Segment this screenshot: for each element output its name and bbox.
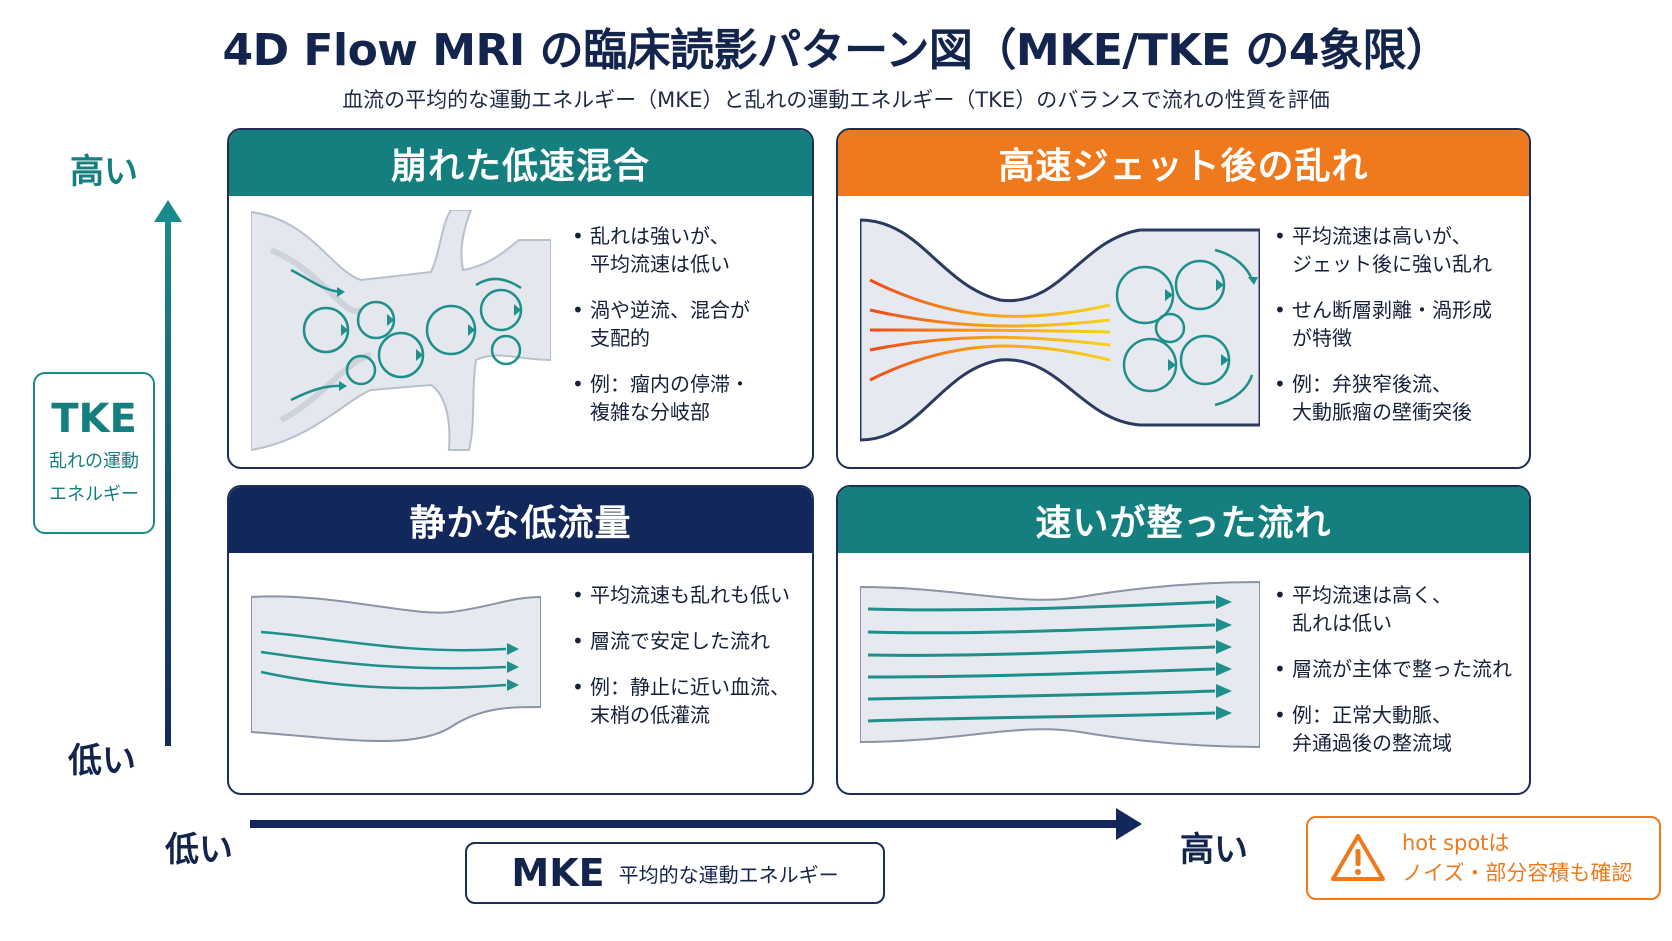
laminar-low-flow-illustration: [251, 595, 541, 742]
bullet-item: せん断層剥離・渦形成 が特徴: [1274, 296, 1492, 352]
quadrant-bottom-left-bullets: 平均流速も乱れも低い 層流で安定した流れ 例：静止に近い血流、 末梢の低灌流: [572, 581, 790, 747]
bullet-item: 乱れは強いが、 平均流速は低い: [572, 222, 750, 278]
bullet-item: 例：静止に近い血流、 末梢の低灌流: [572, 673, 790, 729]
x-axis-arrow: [250, 808, 1142, 840]
mke-desc: 平均的な運動エネルギー: [618, 862, 839, 887]
laminar-high-flow-illustration: [860, 580, 1260, 749]
quadrant-top-left-bullets: 乱れは強いが、 平均流速は低い 渦や逆流、混合が 支配的 例：瘤内の停滞・ 複雑…: [572, 222, 750, 444]
bullet-item: 平均流速は高いが、 ジェット後に強い乱れ: [1274, 222, 1492, 278]
quadrant-top-right: 高速ジェット後の乱れ: [836, 128, 1531, 469]
quadrant-top-right-bullets: 平均流速は高いが、 ジェット後に強い乱れ せん断層剥離・渦形成 が特徴 例：弁狭…: [1274, 222, 1492, 444]
tke-label: TKE: [51, 396, 137, 442]
bullet-item: 層流が主体で整った流れ: [1274, 655, 1512, 683]
mke-axis-box: MKE 平均的な運動エネルギー: [465, 842, 885, 904]
page-subtitle: 血流の平均的な運動エネルギー（MKE）と乱れの運動エネルギー（TKE）のバランス…: [342, 88, 1330, 112]
x-axis-low-label: 低い: [165, 830, 233, 870]
quadrant-bottom-left-title: 静かな低流量: [229, 487, 812, 553]
quadrant-bottom-left: 静かな低流量 平均流速も乱れも低い 層流で安定した流れ 例：静止に近い血流、 末…: [227, 485, 814, 795]
vortex-mixing-illustration: [251, 210, 551, 452]
bullet-item: 例：正常大動脈、 弁通過後の整流域: [1274, 701, 1512, 757]
tke-desc-1: 乱れの運動: [49, 451, 139, 472]
bullet-item: 平均流速は高く、 乱れは低い: [1274, 581, 1512, 637]
quadrant-bottom-right: 速いが整った流れ 平均流速は高く、 乱れは低い 層流が: [836, 485, 1531, 795]
quadrant-bottom-right-bullets: 平均流速は高く、 乱れは低い 層流が主体で整った流れ 例：正常大動脈、 弁通過後…: [1274, 581, 1512, 775]
tke-desc-2: エネルギー: [49, 484, 139, 505]
quadrant-top-right-title: 高速ジェット後の乱れ: [838, 130, 1529, 196]
bullet-item: 例：弁狭窄後流、 大動脈瘤の壁衝突後: [1274, 370, 1492, 426]
hotspot-warning-box: hot spotは ノイズ・部分容積も確認: [1306, 816, 1661, 900]
mke-label: MKE: [511, 851, 605, 895]
quadrant-bottom-right-title: 速いが整った流れ: [838, 487, 1529, 553]
warning-line-1: hot spotは: [1402, 831, 1510, 855]
warning-line-2: ノイズ・部分容積も確認: [1402, 861, 1633, 885]
warning-icon: [1331, 834, 1385, 881]
quadrant-top-left: 崩れた低速混合: [227, 128, 814, 469]
y-axis-high-label: 高い: [70, 152, 138, 192]
bullet-item: 渦や逆流、混合が 支配的: [572, 296, 750, 352]
tke-axis-box: TKE 乱れの運動 エネルギー: [33, 372, 155, 534]
y-axis-arrow: [154, 200, 182, 746]
quadrant-top-left-title: 崩れた低速混合: [229, 130, 812, 196]
y-axis-low-label: 低い: [68, 741, 136, 781]
page-title: 4D Flow MRI の臨床読影パターン図（MKE/TKE の4象限）: [222, 25, 1450, 76]
bullet-item: 例：瘤内の停滞・ 複雑な分岐部: [572, 370, 750, 426]
bullet-item: 層流で安定した流れ: [572, 627, 790, 655]
jet-turbulence-illustration: [860, 218, 1260, 442]
bullet-item: 平均流速も乱れも低い: [572, 581, 790, 609]
x-axis-high-label: 高い: [1180, 830, 1248, 870]
